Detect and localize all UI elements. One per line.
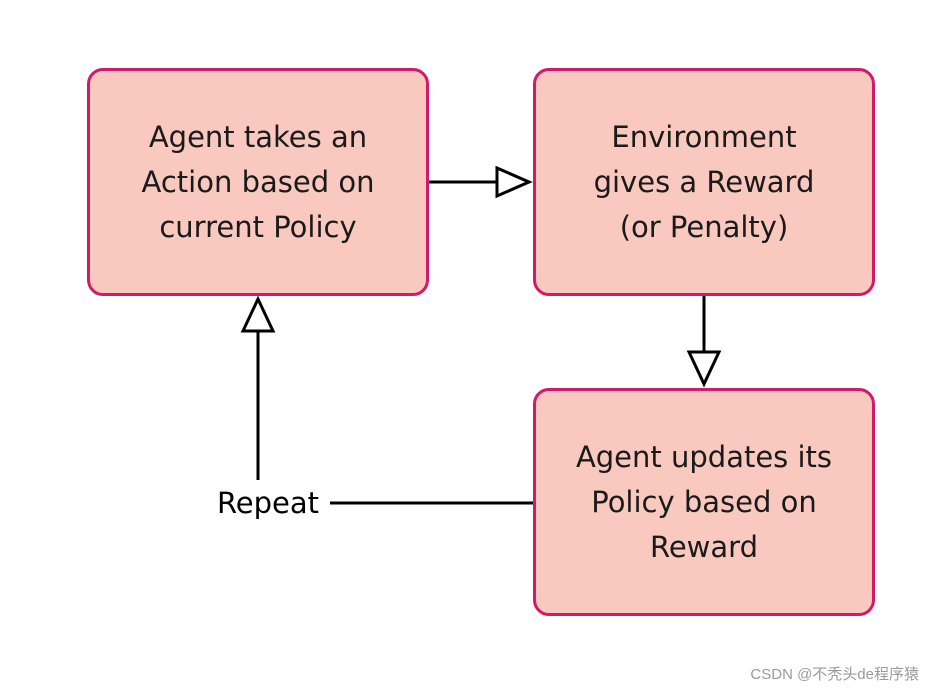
node-agent-update-policy: Agent updates its Policy based on Reward: [533, 388, 875, 616]
node-action-line-1: Agent takes an: [148, 119, 368, 154]
node-reward-line-1: Environment: [611, 119, 797, 154]
node-environment-reward: Environment gives a Reward (or Penalty): [533, 68, 875, 296]
edge-action-to-reward-arrowhead: [495, 165, 533, 199]
node-agent-action: Agent takes an Action based on current P…: [87, 68, 429, 296]
node-update-line-3: Reward: [649, 529, 758, 564]
node-action-line-2: Action based on: [141, 164, 375, 199]
watermark-text: CSDN @不秃头de程序猿: [750, 666, 919, 683]
edge-label-repeat: Repeat: [206, 480, 330, 526]
edge-reward-to-update-arrowhead: [686, 350, 722, 388]
node-reward-line-3: (or Penalty): [619, 209, 789, 244]
node-reward-line-2: gives a Reward: [593, 164, 815, 199]
node-update-line-1: Agent updates its: [575, 439, 833, 474]
edge-repeat-to-action-arrowhead: [240, 295, 276, 333]
node-action-line-3: current Policy: [159, 209, 357, 244]
node-update-line-2: Policy based on: [591, 484, 817, 519]
